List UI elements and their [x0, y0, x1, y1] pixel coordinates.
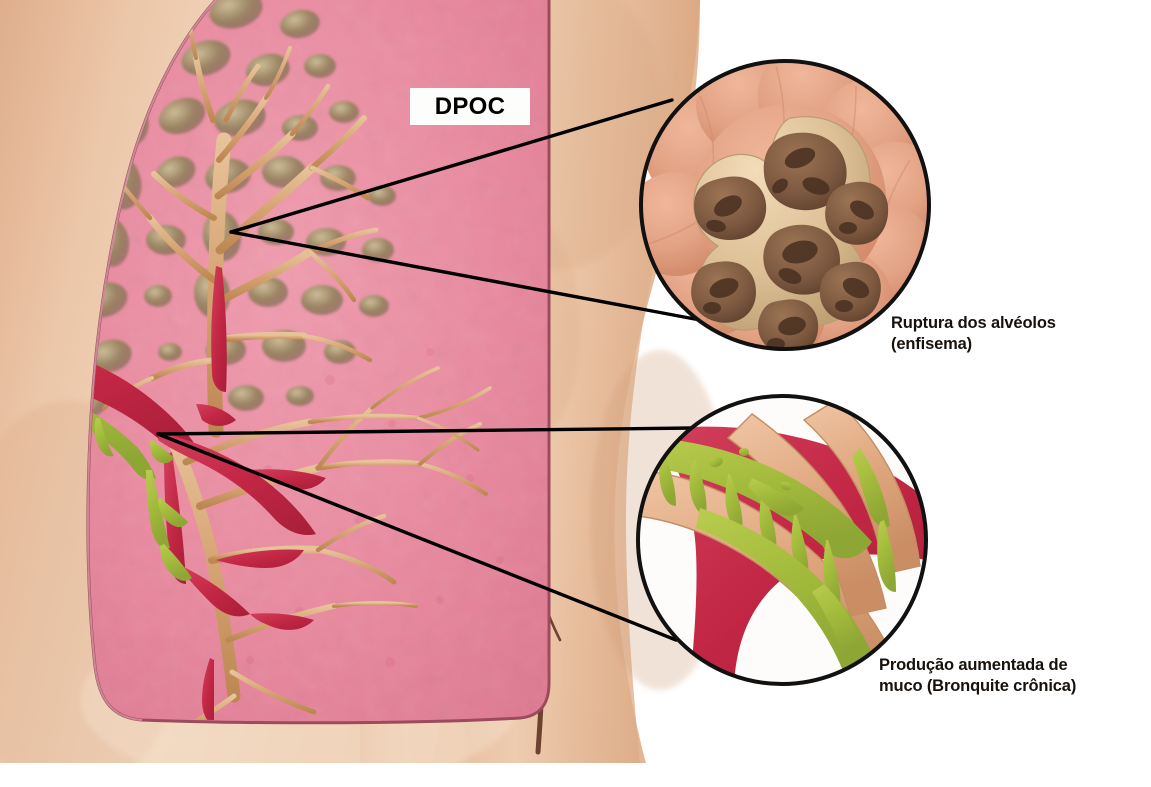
leader-line-bronchitis	[156, 426, 695, 642]
pleura-highlight	[86, 0, 218, 721]
body-illustration	[0, 0, 730, 763]
leader-line-emphysema	[229, 98, 702, 322]
inset-bronchus-border	[636, 394, 928, 686]
inset-alveoli-border	[639, 59, 931, 351]
inset-alveoli	[639, 59, 931, 351]
inset-bronchus	[636, 394, 928, 686]
bronchial-tree	[102, 8, 492, 721]
page-title: DPOC	[434, 92, 506, 120]
mucus-deposit	[639, 438, 896, 683]
mucus-droplets	[709, 448, 792, 491]
title-box: DPOC	[410, 88, 530, 125]
mucus-in-airway	[89, 372, 192, 581]
callout-label-bronchitis: Produção aumentada de muco (Bronquite cr…	[879, 656, 1077, 696]
alveolar-lumens	[691, 132, 889, 348]
callout-label-emphysema: Ruptura dos alvéolos (enfisema)	[891, 314, 1056, 354]
